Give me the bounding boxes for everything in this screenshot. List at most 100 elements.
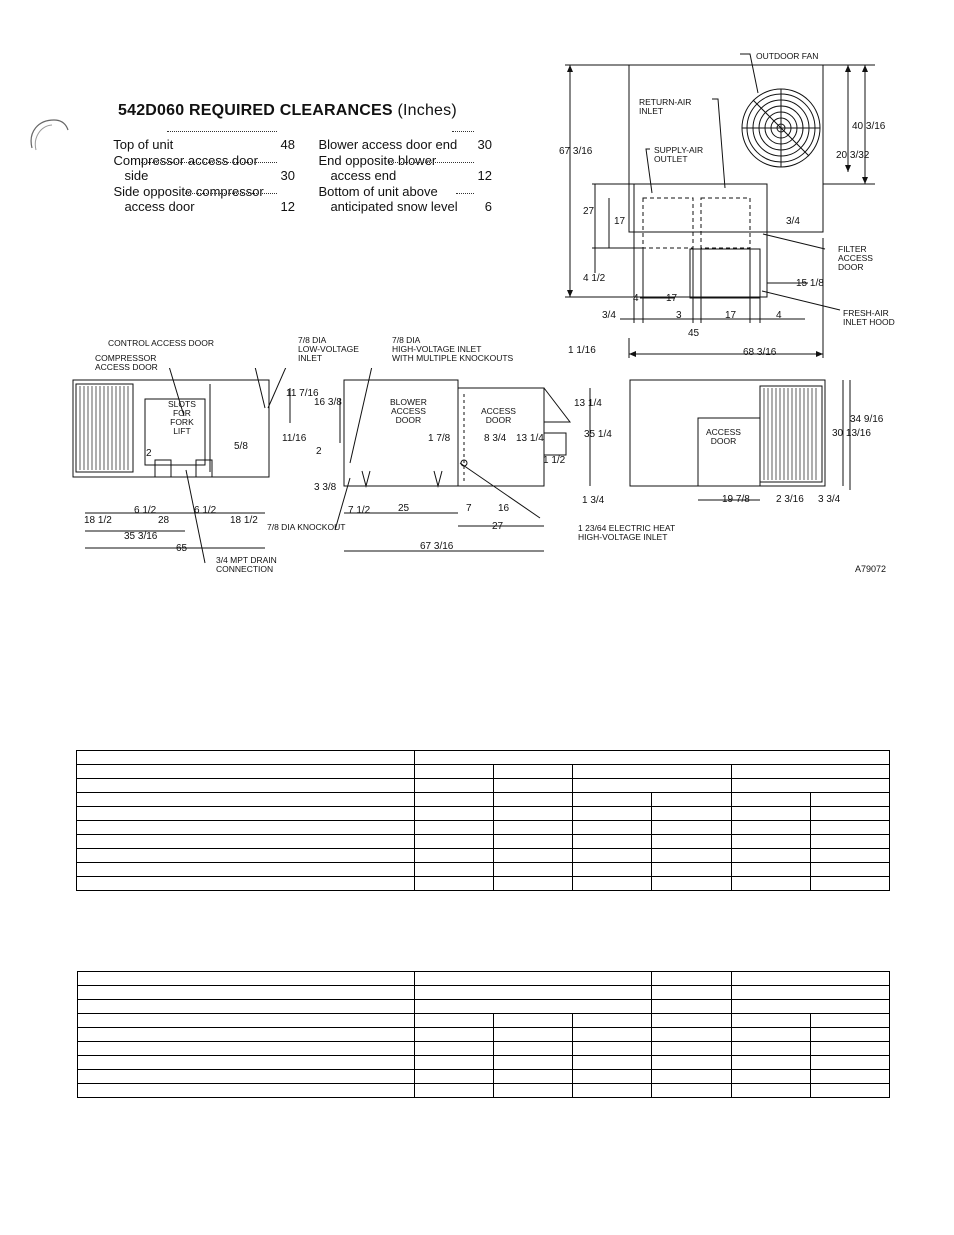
dim-side-2b: 2 [316,446,322,457]
dim-side-16-3-8: 16 3/8 [314,397,342,408]
dim-top-27: 27 [583,206,595,217]
dim-side-35: 35 3/16 [124,531,158,542]
dim-top-4a: 4 [633,293,639,304]
table-row [77,1041,891,1056]
clearance-row: Compressor access door [113,153,258,168]
dim-side-7: 7 [466,503,472,514]
dim-top-15-1-8: 15 1/8 [796,278,824,289]
outdoor-fan-grille [741,88,821,168]
dim-side-1-1-16: 1 1/16 [568,345,596,356]
label-access-door: ACCESS DOOR [481,406,516,425]
label-fresh-air-inlet-hood: FRESH-AIR INLET HOOD [843,308,895,327]
dim-side-35-1-4: 35 1/4 [584,429,612,440]
label-filter-access-door: FILTER ACCESS DOOR [838,244,873,272]
table-row [76,792,891,807]
table-row [76,862,891,877]
dim-side-6b: 6 1/2 [194,505,217,516]
fresh-air-hood [689,248,761,299]
label-electric-heat-inlet: 1 23/64 ELECTRIC HEAT HIGH-VOLTAGE INLET [578,523,676,542]
table-row [76,820,891,835]
supply-air-opening [642,197,694,249]
dim-side-2: 2 [146,448,152,459]
table-row [77,1055,891,1070]
table-row [77,1069,891,1084]
dim-top-3: 3 [676,310,682,321]
dim-side-3-3-8: 3 3/8 [314,482,337,493]
dim-end-34: 34 9/16 [850,414,884,425]
spec-table-1 [76,750,891,891]
label-knockout: 7/8 DIA KNOCKOUT [267,522,346,532]
dim-end-3-3-4: 3 3/4 [818,494,841,505]
label-outdoor-fan: OUTDOOR FAN [756,51,819,61]
label-high-voltage-inlet: 7/8 DIA HIGH-VOLTAGE INLET WITH MULTIPLE… [392,335,514,363]
table-row [76,848,891,863]
dim-end-2-3-16: 2 3/16 [776,494,804,505]
dim-top-fan-b: 20 3/32 [836,150,870,161]
dim-side-8-3-4: 8 3/4 [484,433,507,444]
dim-top-68: 68 3/16 [743,347,777,358]
table-row [77,1083,891,1098]
clearance-row: Side opposite compressor [113,184,264,199]
clearance-row: Bottom of unit above [318,184,438,199]
side-views-drawing [72,368,851,564]
dim-top-4b: 4 [776,310,782,321]
dim-side-13-1-4: 13 1/4 [574,398,602,409]
dim-side-5-8: 5/8 [234,441,248,452]
clearances-title-text: 542D060 REQUIRED CLEARANCES [118,102,393,119]
label-control-access-door: CONTROL ACCESS DOOR [108,338,214,348]
dim-side-1-3-4: 1 3/4 [582,495,605,506]
top-view-drawing [565,53,875,358]
table-row [76,876,891,891]
dim-top-4-1-2: 4 1/2 [583,273,606,284]
dim-side-67: 67 3/16 [420,541,454,552]
dim-side-18b: 18 1/2 [230,515,258,526]
dim-side-16: 16 [498,503,510,514]
table-row [76,806,891,821]
label-slots-for-fork-lift: SLOTS FOR FORK LIFT [168,399,196,436]
dim-side-25: 25 [398,503,410,514]
table-row [76,834,891,849]
dim-top-3-4: 3/4 [786,216,800,227]
dim-top-17: 17 [614,216,626,227]
dim-top-17b: 17 [725,310,737,321]
dim-side-28: 28 [158,515,170,526]
label-end-access-door: ACCESS DOOR [706,427,741,446]
dim-top-17a: 17 [666,293,678,304]
table-row [77,1013,891,1028]
dim-end-19: 19 7/8 [722,494,750,505]
unit-outline [628,64,824,233]
label-compressor-access-door: COMPRESSOR ACCESS DOOR [95,353,158,372]
table-row [77,1027,891,1042]
dim-side-1-7-8: 1 7/8 [428,433,451,444]
clearance-row: End opposite blower [318,153,437,168]
dim-side-11-7-16: 11 7/16 [286,388,319,399]
return-air-opening [700,197,751,249]
table-row [77,999,891,1014]
label-blower-access-door: BLOWER ACCESS DOOR [390,397,427,425]
dim-side-27: 27 [492,521,504,532]
label-supply-air-outlet: SUPPLY-AIR OUTLET [654,145,704,164]
label-return-air-inlet: RETURN-AIR INLET [639,97,692,116]
dim-end-30: 30 13/16 [832,428,871,439]
table-row [76,750,890,765]
clearances-unit: (Inches) [397,102,457,119]
scan-artifact-arc [30,119,69,151]
table-row [76,764,891,779]
dim-side-6a: 6 1/2 [134,505,157,516]
table-row [77,971,891,986]
dim-side-1-1-2: 1 1/2 [543,455,566,466]
dim-side-13-1-4b: 13 1/4 [516,433,544,444]
dim-top-3-4b: 3/4 [602,310,616,321]
dim-side-7-1-2: 7 1/2 [348,505,371,516]
table-row [77,985,891,1000]
dim-top-45: 45 [688,328,700,339]
clearances-title: 542D060 REQUIRED CLEARANCES (Inches) [118,102,457,120]
dim-top-overall-length: 67 3/16 [559,146,593,157]
dim-side-18a: 18 1/2 [84,515,112,526]
